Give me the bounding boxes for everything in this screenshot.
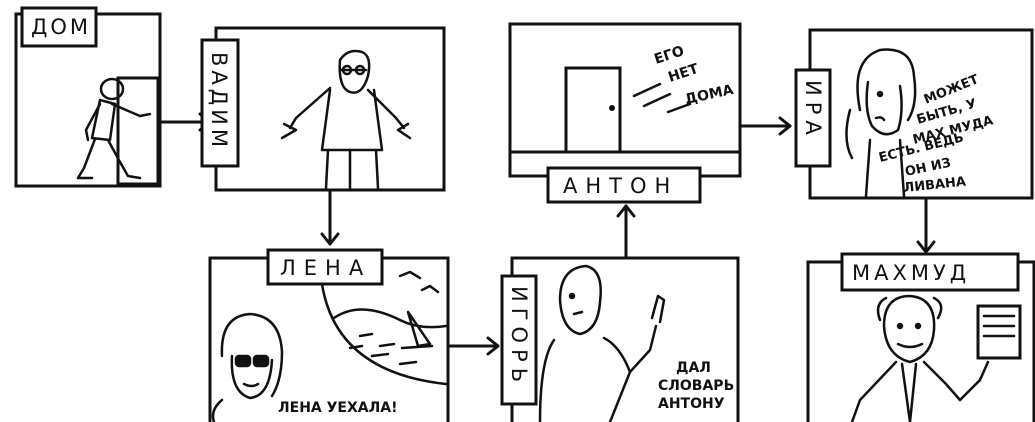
label-mahmud: МАХМУД — [852, 261, 970, 285]
label-dom: ДОМ — [31, 15, 91, 39]
panel-mahmud: МАХМУД — [808, 254, 1034, 422]
book-icon — [978, 306, 1020, 358]
panel-ira: ИРА МОЖЕТ БЫТЬ, У МАХ МУДА ЕСТЬ. ВЕДЬ ОН… — [796, 30, 1032, 198]
panel-vadim-frame — [216, 28, 444, 190]
panel-anton: ЕГО НЕТ ДОМА АНТОН — [510, 24, 740, 202]
label-igor: ИГОРЬ — [507, 286, 531, 388]
arrow-anton-to-ira — [740, 118, 790, 134]
lena-caption: ЛЕНА УЕХАЛА! — [278, 400, 397, 416]
igor-speech-line-3: АНТОНУ — [658, 396, 725, 412]
arrow-igor-to-anton — [618, 206, 634, 258]
igor-speech-line-1: ДАЛ — [676, 360, 711, 376]
label-ira: ИРА — [801, 80, 825, 141]
label-vadim: ВАДИМ — [207, 52, 231, 151]
panel-dom: ДОМ — [16, 8, 160, 186]
arrow-lena-to-igor — [448, 338, 498, 354]
arrow-vadim-to-lena — [322, 190, 338, 244]
panel-igor: ИГОРЬ ДАЛ СЛОВАРЬ АНТОНУ — [502, 258, 738, 422]
label-lena: ЛЕНА — [280, 256, 371, 280]
arrow-ira-to-mahmud — [918, 198, 934, 252]
label-anton: АНТОН — [563, 174, 678, 198]
panel-vadim: ВАДИМ — [202, 28, 444, 190]
panel-lena: ЛЕНА ЛЕНА УЕХАЛА! — [210, 250, 448, 422]
igor-speech-line-2: СЛОВАРЬ — [658, 378, 734, 394]
door-knob — [609, 105, 615, 111]
